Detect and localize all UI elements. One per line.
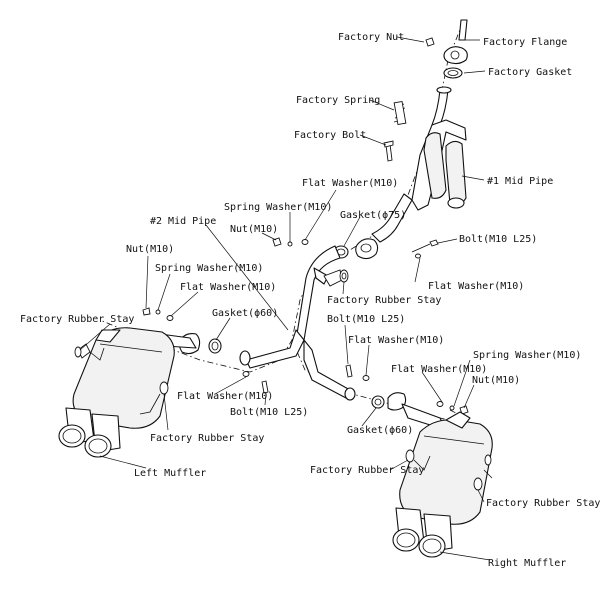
label-left-muffler: Left Muffler: [134, 468, 206, 479]
label-factory-flange: Factory Flange: [483, 37, 567, 48]
factory-bolt-part: [383, 140, 394, 162]
gasket-60-left-part: [208, 338, 222, 354]
label-factory-rubber-stay-left-top: Factory Rubber Stay: [20, 314, 134, 325]
hardware-right: [345, 364, 469, 415]
factory-spring-part: [393, 100, 407, 126]
factory-rubber-stay-left-parts: [74, 343, 169, 415]
factory-gasket-part: [443, 67, 463, 79]
label-gasket-75: Gasket(ϕ75): [340, 210, 406, 221]
label-bolt-l25-lower-left: Bolt(M10 L25): [230, 407, 308, 418]
label-factory-rubber-stay-right-left: Factory Rubber Stay: [310, 465, 424, 476]
mid-flange-joint: [355, 238, 379, 260]
label-bolt-l25-right: Bolt(M10 L25): [459, 234, 537, 245]
label-factory-rubber-stay-left-bottom: Factory Rubber Stay: [150, 433, 264, 444]
labels: Factory Nut Factory Flange Factory Gaske…: [20, 32, 600, 569]
factory-rubber-stay-right-parts: [405, 449, 493, 491]
label-factory-gasket: Factory Gasket: [488, 67, 572, 78]
hardware-left: [142, 307, 269, 394]
label-gasket-60-right: Gasket(ϕ60): [347, 425, 413, 436]
mid-pipe-1-part: [371, 86, 467, 243]
label-factory-bolt: Factory Bolt: [294, 130, 366, 141]
label-flat-washer-top: Flat Washer(M10): [302, 178, 398, 189]
label-nut-right: Nut(M10): [472, 375, 520, 386]
label-flat-washer-center: Flat Washer(M10): [348, 335, 444, 346]
label-mid-pipe-2: #2 Mid Pipe: [150, 216, 216, 227]
label-mid-pipe-1: #1 Mid Pipe: [487, 176, 553, 187]
label-bolt-l25-center: Bolt(M10 L25): [327, 314, 405, 325]
label-factory-rubber-stay-center: Factory Rubber Stay: [327, 295, 441, 306]
label-factory-nut: Factory Nut: [338, 32, 404, 43]
label-flat-washer-lower-left: Flat Washer(M10): [177, 391, 273, 402]
leader-lines: [79, 36, 491, 561]
label-flat-washer-right: Flat Washer(M10): [391, 364, 487, 375]
factory-flange-part: [443, 19, 468, 65]
right-muffler-part: [392, 403, 493, 558]
right-flange: [387, 392, 407, 411]
label-nut-center: Nut(M10): [230, 224, 278, 235]
label-spring-washer-left: Spring Washer(M10): [155, 263, 263, 274]
label-right-muffler: Right Muffler: [488, 558, 566, 569]
factory-nut-part: [425, 37, 435, 47]
hardware-center-top: [272, 237, 439, 259]
label-gasket-60-left: Gasket(ϕ60): [212, 308, 278, 319]
label-flat-washer-right-upper: Flat Washer(M10): [428, 281, 524, 292]
left-muffler-part: [58, 327, 197, 458]
label-flat-washer-left: Flat Washer(M10): [180, 282, 276, 293]
label-factory-spring: Factory Spring: [296, 95, 380, 106]
gasket-60-right-part: [371, 395, 385, 409]
label-factory-rubber-stay-right-right: Factory Rubber Stay: [486, 498, 600, 509]
label-spring-washer-mid: Spring Washer(M10): [224, 202, 332, 213]
mid-pipe-2-part: [239, 245, 356, 401]
factory-rubber-stay-center-part: [339, 269, 349, 283]
label-spring-washer-right: Spring Washer(M10): [473, 350, 581, 361]
label-nut-left: Nut(M10): [126, 244, 174, 255]
